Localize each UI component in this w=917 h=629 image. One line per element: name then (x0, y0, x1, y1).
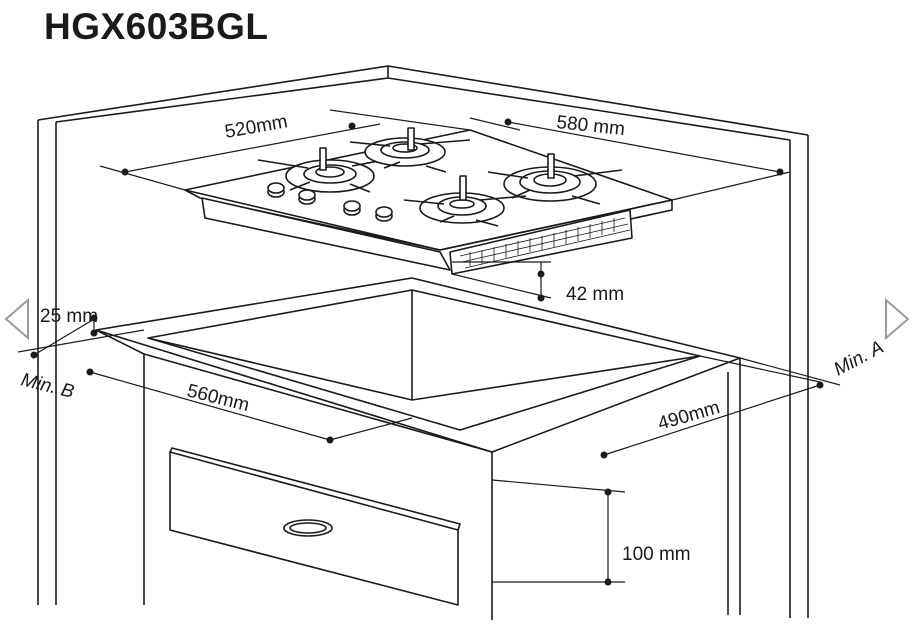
label-drawer-gap: 100 mm (622, 544, 691, 565)
dimension-lines (17, 109, 841, 583)
triangle-left-icon[interactable] (4, 298, 30, 340)
dimension-dots (30, 118, 824, 586)
worktop (95, 277, 741, 620)
drawer (169, 447, 461, 606)
triangle-right-icon[interactable] (884, 298, 910, 340)
burner-rear-left (349, 127, 471, 173)
label-min-a: Min. A (830, 337, 887, 380)
cabinet-outline (37, 65, 809, 618)
label-cutout-width: 560mm (185, 380, 252, 416)
label-min-b: Min. B (19, 369, 77, 402)
page-title: HGX603BGL (44, 6, 269, 47)
burner-right (487, 153, 623, 205)
label-cutout-depth: 490mm (656, 397, 723, 435)
label-hob-depth: 520mm (223, 111, 289, 143)
control-knobs (267, 182, 393, 222)
label-hob-height: 42 mm (566, 284, 624, 305)
label-hob-width: 580 mm (555, 112, 625, 140)
label-front-margin: 25 mm (40, 306, 98, 327)
burner-front-center (403, 175, 527, 227)
burner-front-left (257, 147, 385, 193)
